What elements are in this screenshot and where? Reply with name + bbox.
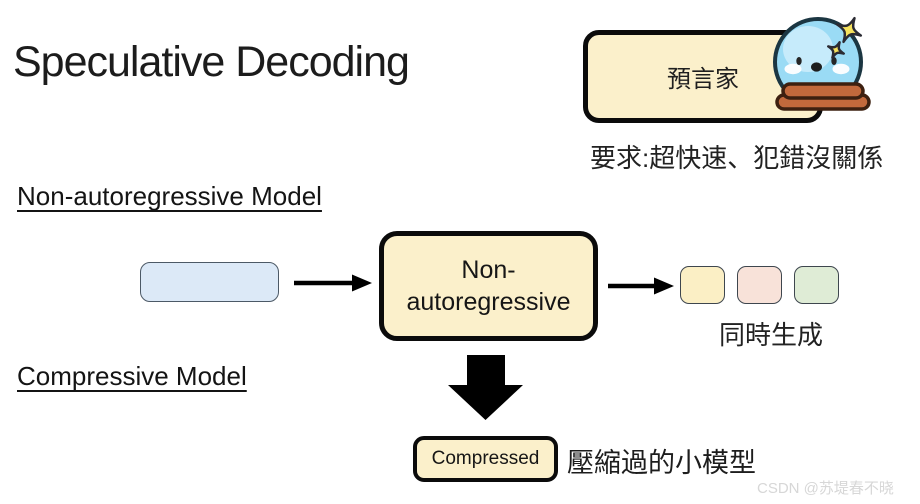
prophet-label: 預言家 [667,66,739,93]
output-token-box-2 [737,266,782,304]
model-box-line2: autoregressive [406,288,571,316]
compressed-caption: 壓縮過的小模型 [567,448,756,478]
arrow-right-icon [294,274,372,292]
non-autoregressive-model-box: Non- autoregressive [379,231,598,341]
heading-compressive-model: Compressive Model [17,361,247,391]
block-arrow-down-icon [448,355,523,420]
watermark: CSDN @苏堤春不晓 [757,480,894,497]
input-sequence-box [140,262,279,302]
page-title: Speculative Decoding [13,38,410,86]
output-token-box-1 [680,266,725,304]
tokens-caption: 同時生成 [718,320,823,350]
prophet-requirement-text: 要求:超快速、犯錯沒關係 [590,143,884,173]
compressed-label: Compressed [431,448,540,469]
arrow-right-icon [608,277,674,295]
model-box-line1: Non- [461,256,516,284]
compressed-model-box: Compressed [413,436,558,482]
output-token-box-3 [794,266,839,304]
crystal-ball-icon [773,16,871,111]
heading-non-autoregressive-model: Non-autoregressive Model [17,181,322,211]
